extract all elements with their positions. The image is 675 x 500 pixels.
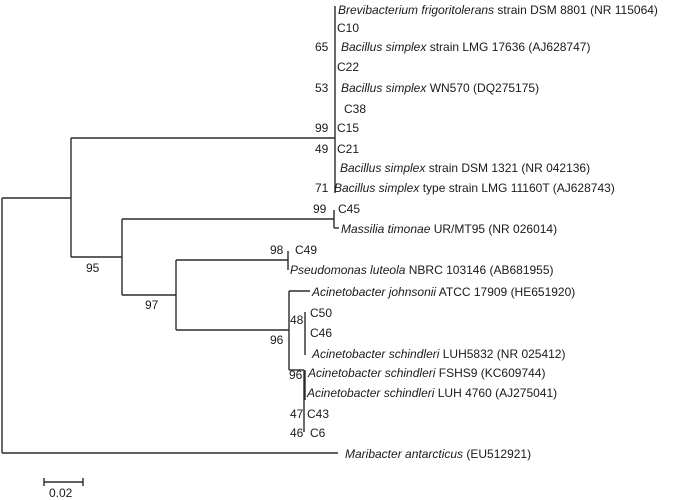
taxon-strain-text: ATCC 17909 (HE651920) (436, 285, 576, 299)
taxon-label: C38 (344, 102, 366, 116)
taxon-label: C46 (310, 326, 332, 340)
taxon-strain-text: C38 (344, 102, 367, 116)
taxon-strain-text: LUH 4760 (AJ275041) (434, 386, 558, 400)
taxon-label: Acinetobacter johnsonii ATCC 17909 (HE65… (312, 285, 575, 299)
taxon-label: Bacillus simplex strain LMG 17636 (AJ628… (341, 40, 590, 54)
taxon-strain-text: C22 (337, 60, 360, 74)
taxon-strain-text: strain LMG 17636 (AJ628747) (426, 40, 591, 54)
taxon-species-name: Bacillus simplex (334, 181, 420, 195)
taxon-label: C45 (338, 202, 360, 216)
taxon-label: C21 (337, 142, 359, 156)
bootstrap-value: 96 (270, 333, 284, 347)
taxon-species-name: Acinetobacter johnsonii (312, 285, 437, 299)
bootstrap-value: 95 (86, 261, 100, 275)
taxon-species-name: Brevibacterium frigoritolerans (338, 3, 495, 17)
taxon-strain-text: C15 (337, 121, 360, 135)
taxon-label: Acinetobacter schindleri LUH5832 (NR 025… (312, 347, 565, 361)
taxon-label: Bacillus simplex strain DSM 1321 (NR 042… (340, 161, 590, 175)
taxon-label: C49 (295, 243, 317, 257)
taxon-strain-text: C46 (310, 326, 333, 340)
taxon-strain-text: strain DSM 1321 (NR 042136) (425, 161, 591, 175)
taxon-strain-text: C43 (307, 407, 330, 421)
taxon-label: Pseudomonas luteola NBRC 103146 (AB68195… (290, 263, 554, 277)
taxon-strain-text: type strain LMG 11160T (AJ628743) (419, 181, 615, 195)
taxon-species-name: Pseudomonas luteola (290, 263, 406, 277)
taxon-label: Massilia timonae UR/MT95 (NR 026014) (341, 222, 557, 236)
taxon-strain-text: C21 (337, 142, 360, 156)
bootstrap-value: 65 (315, 40, 329, 54)
bootstrap-value: 97 (145, 298, 159, 312)
taxon-strain-text: FSHS9 (KC609744) (435, 366, 546, 380)
taxon-label: Brevibacterium frigoritolerans strain DS… (338, 3, 658, 17)
taxon-label: C22 (337, 60, 359, 74)
taxon-strain-text: C45 (338, 202, 361, 216)
bootstrap-value: 53 (315, 81, 329, 95)
taxon-species-name: Acinetobacter schindleri (307, 386, 435, 400)
taxon-strain-text: C6 (310, 426, 326, 440)
taxon-strain-text: NBRC 103146 (AB681955) (405, 263, 554, 277)
bootstrap-value: 48 (290, 313, 304, 327)
tree-branches (1, 6, 339, 454)
bootstrap-value: 96 (289, 368, 303, 382)
scale-bar-label: 0.02 (49, 486, 73, 500)
taxon-label: Acinetobacter schindleri FSHS9 (KC609744… (308, 366, 545, 380)
taxon-strain-text: C49 (295, 243, 318, 257)
taxon-label: C6 (310, 426, 325, 440)
taxon-label: Bacillus simplex type strain LMG 11160T … (334, 181, 615, 195)
taxon-strain-text: WN570 (DQ275175) (426, 81, 540, 95)
taxon-label: C15 (337, 121, 359, 135)
bootstrap-value: 99 (315, 121, 329, 135)
taxon-strain-text: (EU512921) (463, 447, 532, 461)
taxon-label: Acinetobacter schindleri LUH 4760 (AJ275… (307, 386, 557, 400)
taxon-species-name: Maribacter antarcticus (345, 447, 464, 461)
taxon-label: C50 (310, 306, 332, 320)
taxon-label: Maribacter antarcticus (EU512921) (345, 447, 531, 461)
scale-bar (43, 478, 84, 486)
bootstrap-value: 46 (290, 426, 304, 440)
taxon-species-name: Bacillus simplex (340, 161, 426, 175)
taxon-strain-text: strain DSM 8801 (NR 115064) (494, 3, 658, 17)
bootstrap-value: 99 (313, 202, 327, 216)
taxon-species-name: Bacillus simplex (341, 40, 427, 54)
bootstrap-value: 71 (315, 181, 329, 195)
taxon-strain-text: C10 (337, 21, 360, 35)
bootstrap-value: 49 (315, 142, 329, 156)
taxon-label: C10 (337, 21, 359, 35)
taxon-strain-text: C50 (310, 306, 333, 320)
bootstrap-value: 98 (270, 243, 284, 257)
taxon-species-name: Bacillus simplex (341, 81, 427, 95)
taxon-species-name: Massilia timonae (341, 222, 431, 236)
bootstrap-value: 47 (290, 407, 304, 421)
taxon-strain-text: UR/MT95 (NR 026014) (430, 222, 558, 236)
taxon-label: C43 (307, 407, 329, 421)
taxon-species-name: Acinetobacter schindleri (312, 347, 440, 361)
taxon-strain-text: LUH5832 (NR 025412) (439, 347, 566, 361)
taxon-species-name: Acinetobacter schindleri (308, 366, 436, 380)
taxon-label: Bacillus simplex WN570 (DQ275175) (341, 81, 539, 95)
